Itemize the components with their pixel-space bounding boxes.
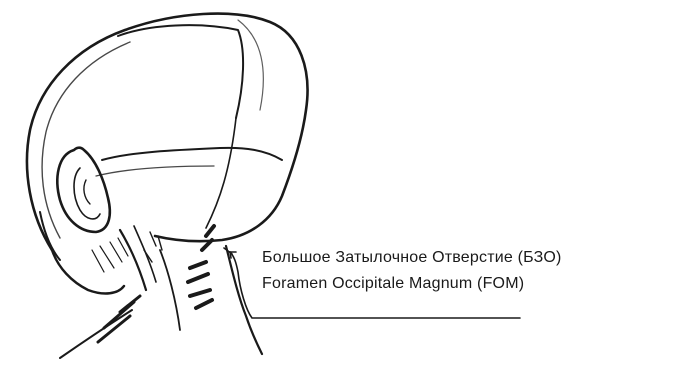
occipital-band — [102, 148, 282, 160]
label-russian: Большое Затылочное Отверстие (БЗО) — [262, 249, 562, 267]
neck-left — [120, 230, 146, 290]
skull-outline — [27, 14, 308, 250]
neck-hatching — [188, 226, 214, 308]
crown-contour — [118, 25, 243, 118]
face-outline — [52, 250, 124, 293]
arrow-icon — [224, 248, 236, 258]
label-latin: Foramen Occipitale Magnum (FOM) — [262, 275, 524, 293]
